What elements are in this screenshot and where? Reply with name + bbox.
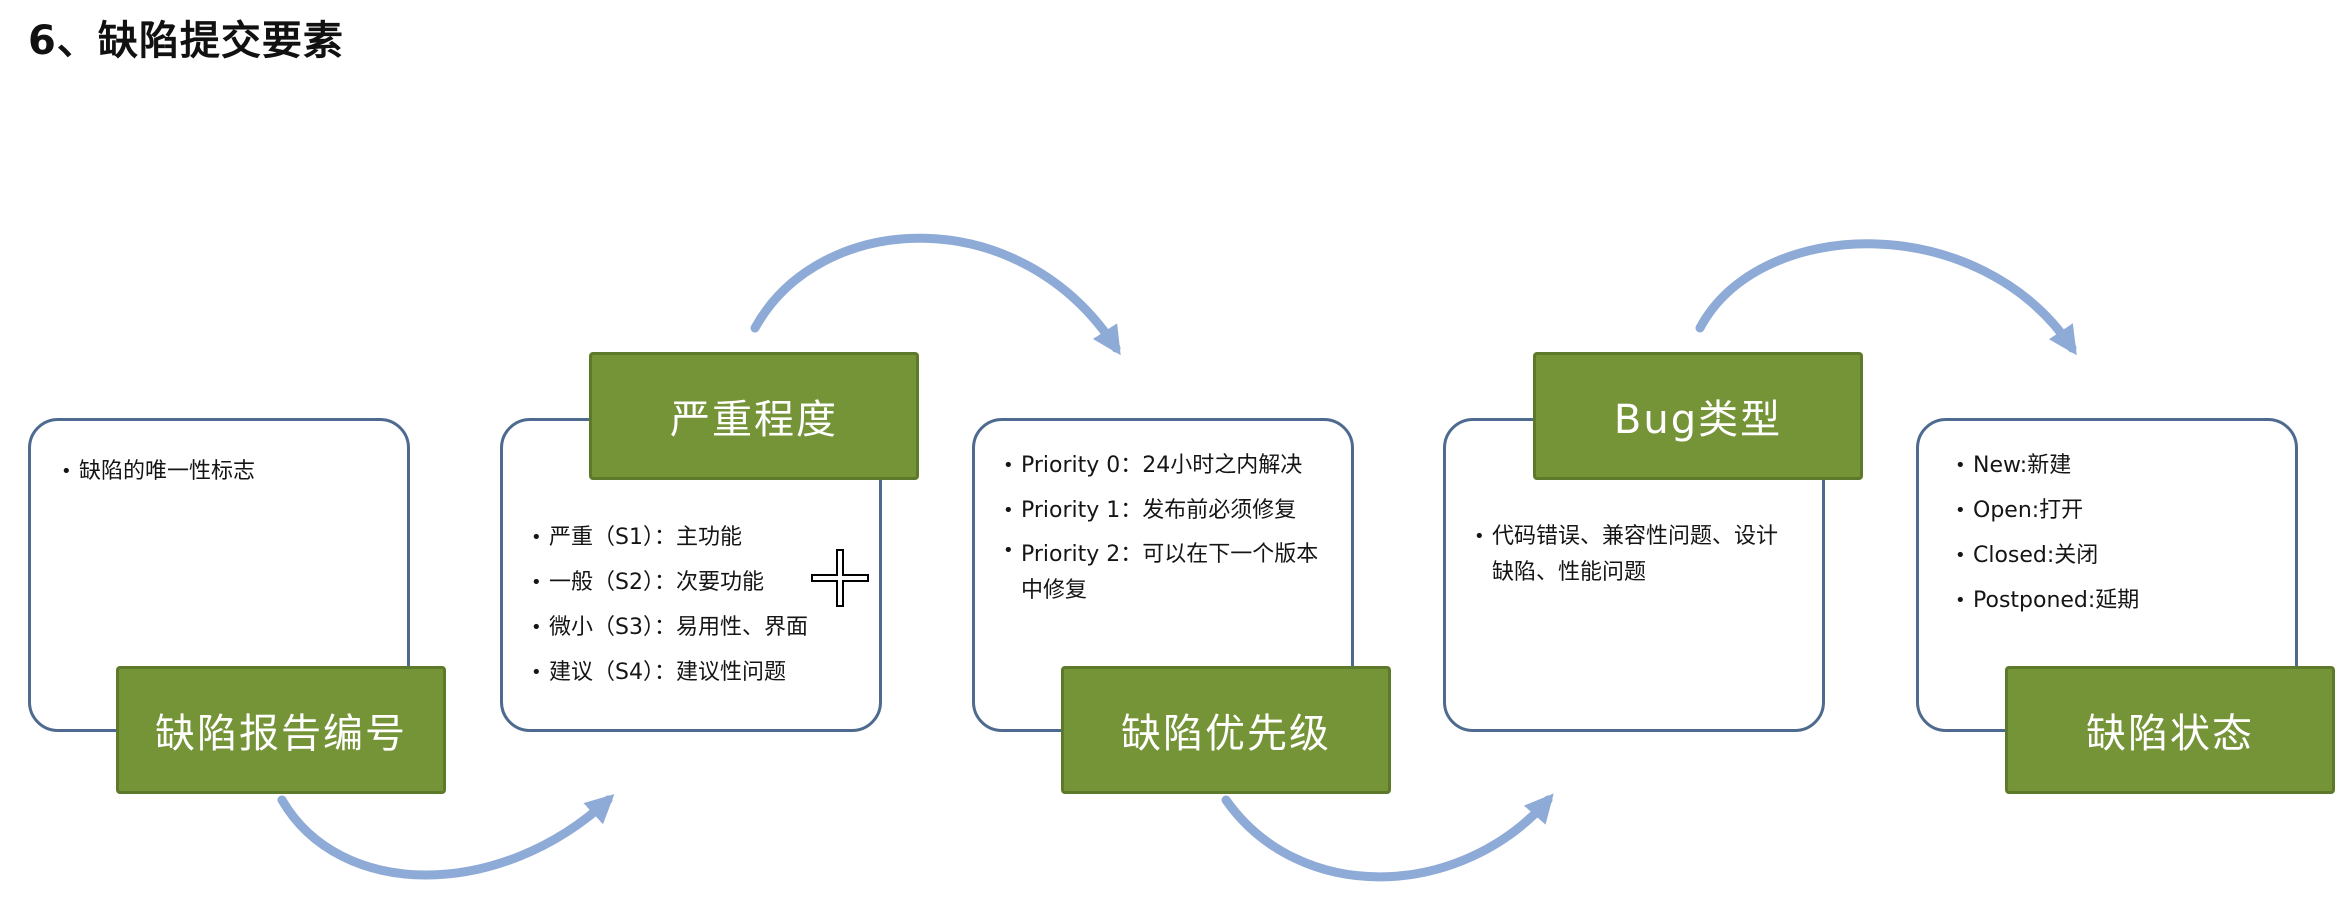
list-item: New:新建 xyxy=(1953,443,2295,488)
label-severity: 严重程度 xyxy=(589,352,919,480)
arrow-2-to-3 xyxy=(750,233,1121,356)
page-title: 6、缺陷提交要素 xyxy=(28,18,344,64)
arrow-1-to-2 xyxy=(277,794,615,880)
list-item: 微小（S3）：易用性、界面 xyxy=(529,605,879,650)
card-priority: Priority 0：24小时之内解决 Priority 1：发布前必须修复 P… xyxy=(972,418,1354,732)
list-item: 建议（S4）：建议性问题 xyxy=(529,650,879,695)
list-item: Open:打开 xyxy=(1953,488,2295,533)
list-item: Priority 0：24小时之内解决 xyxy=(1001,443,1331,488)
list-item: 代码错误、兼容性问题、设计缺陷、性能问题 xyxy=(1472,519,1792,591)
label-bug-type: Bug类型 xyxy=(1533,352,1863,480)
label-defect-id: 缺陷报告编号 xyxy=(116,666,446,794)
label-defect-status: 缺陷状态 xyxy=(2005,666,2335,794)
label-priority: 缺陷优先级 xyxy=(1061,666,1391,794)
arrow-4-to-5 xyxy=(1695,239,2077,356)
list-item: Closed:关闭 xyxy=(1953,533,2295,578)
list-item: 严重（S1）：主功能 xyxy=(529,515,879,560)
list-item: Priority 2：可以在下一个版本中修复 xyxy=(1001,533,1331,609)
list-item: 缺陷的唯一性标志 xyxy=(59,449,407,494)
list-item: 一般（S2）：次要功能 xyxy=(529,560,879,605)
crosshair-cursor-icon xyxy=(811,549,869,607)
list-item: Priority 1：发布前必须修复 xyxy=(1001,488,1331,533)
arrow-3-to-4 xyxy=(1221,793,1554,882)
list-item: Postponed:延期 xyxy=(1953,578,2295,623)
